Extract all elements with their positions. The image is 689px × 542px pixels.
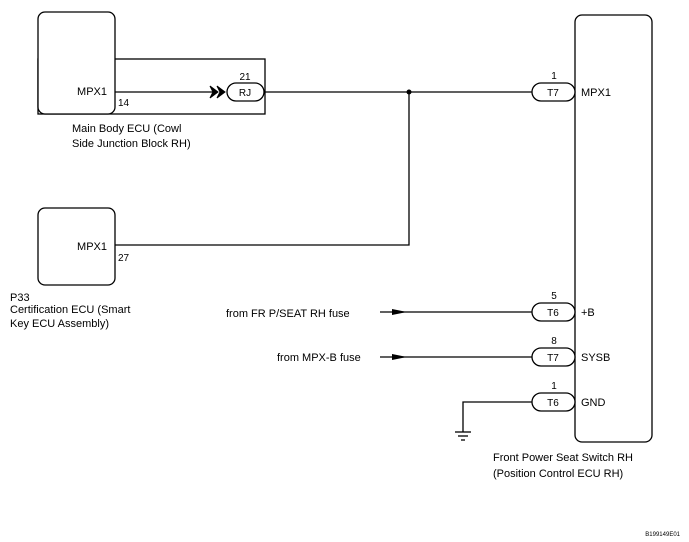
main-body-ecu-pin-name: MPX1 [77, 86, 107, 98]
connector-label: T6 [547, 308, 559, 319]
ground-icon [455, 431, 471, 441]
connector-capsule [531, 347, 576, 367]
wire-ground [462, 401, 532, 432]
certification-ecu-caption-1: Certification ECU (Smart [10, 304, 130, 316]
connector-capsule [531, 392, 576, 412]
rj-pin-number: 21 [239, 72, 251, 83]
seat-switch-pin-sysb: from MPX-B fuse 8 T7 SYSB [277, 336, 610, 367]
pin-name: GND [581, 397, 606, 409]
arrow-right-icon [392, 354, 407, 360]
main-body-ecu-caption-2: Side Junction Block RH) [72, 138, 191, 150]
rj-connector-label: RJ [239, 88, 251, 99]
pin-name: SYSB [581, 352, 610, 364]
certification-ecu: MPX1 27 P33 Certification ECU (Smart Key… [10, 207, 130, 330]
certification-ecu-pin-name: MPX1 [77, 241, 107, 253]
connector-label: T7 [547, 353, 559, 364]
junction-connector-rj: 21 RJ [226, 72, 265, 102]
pin-name: +B [581, 307, 595, 319]
connector-label: T6 [547, 398, 559, 409]
seat-switch-box [574, 14, 653, 443]
connector-label: T7 [547, 88, 559, 99]
seat-switch-pin-mpx1: 1 T7 MPX1 [531, 71, 611, 102]
chevron-connector-icon [209, 85, 226, 99]
pin-number: 1 [551, 381, 557, 392]
wire-splice-to-certification-ecu [115, 92, 410, 246]
connector-capsule [531, 302, 576, 322]
pin-name: MPX1 [581, 87, 611, 99]
arrow-right-icon [392, 309, 407, 315]
certification-ecu-pin-number: 27 [118, 253, 130, 264]
mpx-b-fuse-source: from MPX-B fuse [277, 352, 361, 364]
certification-ecu-box [37, 207, 116, 286]
seat-switch-caption-2: (Position Control ECU RH) [493, 468, 623, 480]
seat-switch-pin-plus-b: from FR P/SEAT RH fuse 5 T6 +B [226, 291, 595, 322]
main-body-ecu-caption-1: Main Body ECU (Cowl [72, 123, 181, 135]
connector-capsule [531, 82, 576, 102]
pin-number: 5 [551, 291, 557, 302]
figure-code: B199149E01 [645, 532, 680, 538]
pin-number: 1 [551, 71, 557, 82]
pin-number: 8 [551, 336, 557, 347]
main-body-ecu: MPX1 14 Main Body ECU (Cowl Side Junctio… [37, 11, 266, 150]
certification-ecu-code: P33 [10, 292, 30, 304]
main-body-ecu-pin-number: 14 [118, 98, 130, 109]
seat-switch-pin-gnd: 1 T6 GND [455, 381, 606, 441]
main-body-ecu-box [37, 11, 116, 115]
seat-switch-caption-1: Front Power Seat Switch RH [493, 452, 633, 464]
certification-ecu-caption-2: Key ECU Assembly) [10, 318, 109, 330]
fr-pseat-fuse-source: from FR P/SEAT RH fuse [226, 308, 350, 320]
